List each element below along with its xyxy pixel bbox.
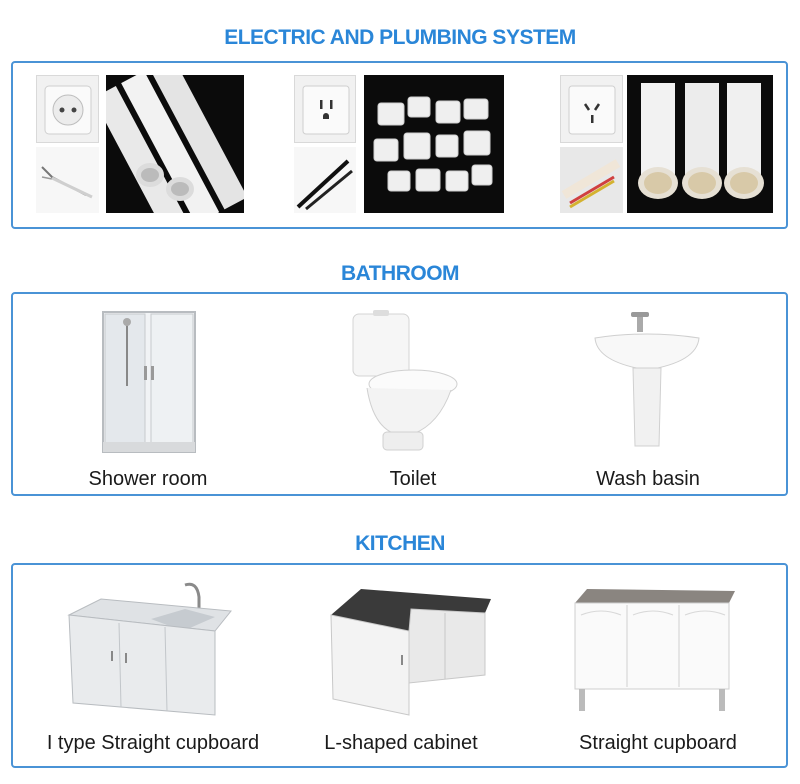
i-type-cupboard-label: I type Straight cupboard [46, 732, 260, 754]
pipe-fittings-image [364, 75, 504, 213]
l-shaped-cabinet-image [325, 575, 495, 723]
large-pipes-image [627, 75, 773, 213]
shower-room-label: Shower room [88, 468, 208, 490]
bathroom-section-title: BATHROOM [340, 262, 460, 285]
white-pipes-image [106, 75, 244, 213]
black-wire-image [294, 147, 356, 213]
i-type-cupboard-image [65, 575, 235, 723]
straight-cupboard-image [569, 585, 741, 725]
l-shaped-cabinet-label: L-shaped cabinet [324, 732, 478, 754]
straight-cupboard-label: Straight cupboard [579, 732, 737, 754]
electric-panel [11, 61, 788, 229]
wash-basin-label: Wash basin [596, 468, 700, 490]
electric-section-title: ELECTRIC AND PLUMBING SYSTEM [224, 26, 576, 49]
bathroom-panel: Shower room Toilet Wash basin [11, 292, 788, 496]
wash-basin-image [587, 306, 707, 456]
kitchen-panel: I type Straight cupboard L-shaped cabine… [11, 563, 788, 768]
wire-image [36, 147, 99, 213]
shower-room-image [99, 306, 199, 456]
toilet-label: Toilet [389, 468, 437, 490]
au-socket-image [560, 75, 623, 143]
eu-socket-image [36, 75, 99, 143]
us-socket-image [294, 75, 356, 143]
cable-image [560, 147, 623, 213]
kitchen-section-title: KITCHEN [355, 532, 445, 555]
toilet-image [343, 306, 463, 456]
